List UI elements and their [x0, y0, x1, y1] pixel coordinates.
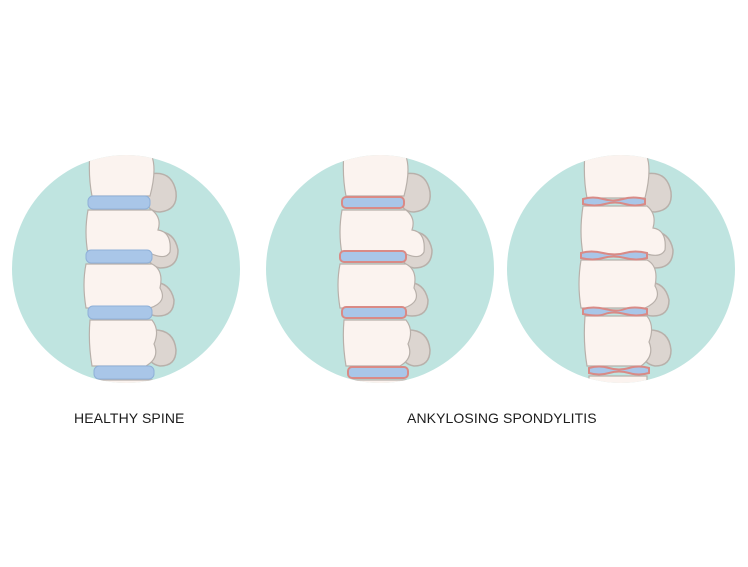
- healthy-spine-illustration: [10, 152, 242, 386]
- healthy-spine-label: HEALTHY SPINE: [74, 410, 185, 426]
- ankylosing-spine-illustration-2: [505, 152, 737, 386]
- ankylosing-spine-illustration-1: [264, 152, 496, 386]
- ankylosing-spondylitis-label: ANKYLOSING SPONDYLITIS: [407, 410, 597, 426]
- spine-ankylosing-advanced-icon: [507, 155, 735, 383]
- spine-healthy-icon: [12, 155, 240, 383]
- spine-ankylosing-icon: [266, 155, 494, 383]
